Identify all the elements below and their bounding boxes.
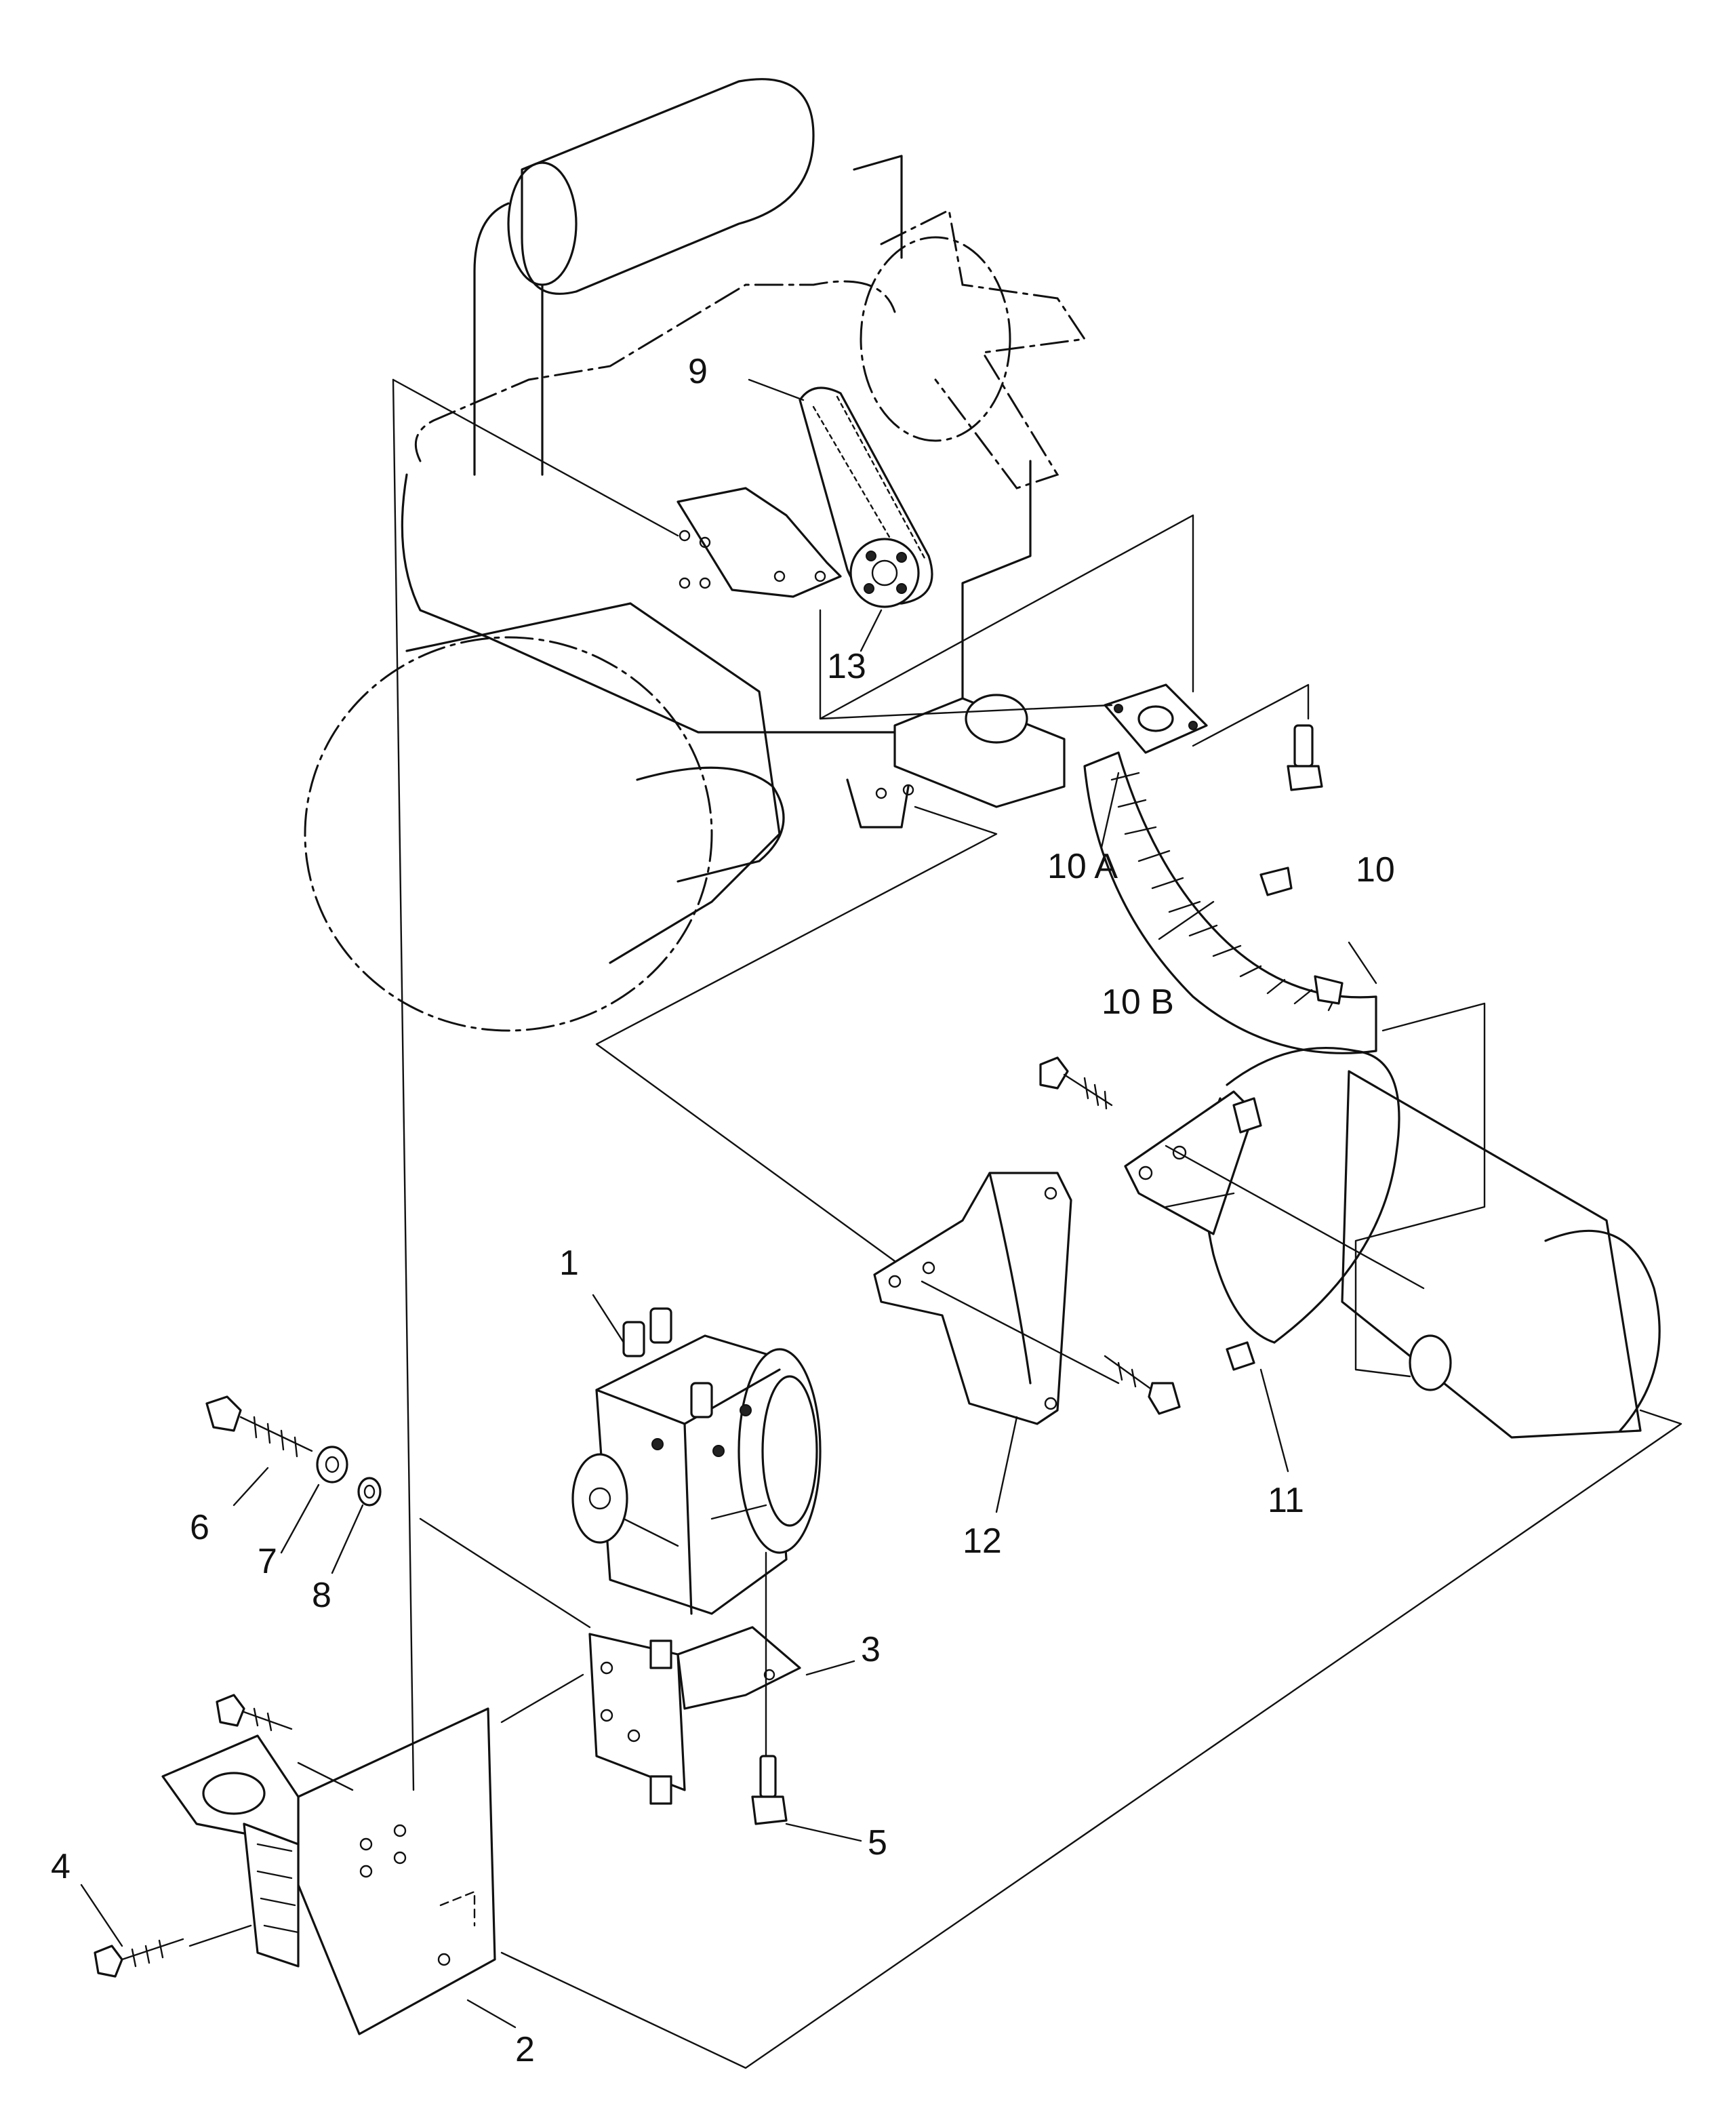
exhaust-pipe bbox=[1083, 683, 1377, 1054]
callout-8: 8 bbox=[312, 1576, 331, 1615]
callout-2: 2 bbox=[515, 2030, 535, 2069]
bracket-2 bbox=[161, 1707, 496, 2035]
nut-7 bbox=[316, 1446, 348, 1484]
assembly-lines bbox=[188, 378, 1682, 2069]
callout-12: 12 bbox=[963, 1521, 1002, 1561]
callout-10: 10 bbox=[1356, 850, 1395, 890]
bolt-5 bbox=[751, 1755, 788, 1825]
bracket-bolt bbox=[1104, 1355, 1181, 1415]
bracket-3 bbox=[588, 1626, 801, 1805]
callout-13: 13 bbox=[827, 647, 866, 686]
bolt-6 bbox=[205, 1395, 313, 1458]
muffler bbox=[1203, 1047, 1661, 1439]
callout-11: 11 bbox=[1268, 1481, 1304, 1520]
callout-3: 3 bbox=[861, 1630, 881, 1669]
callout-10a: 10 A bbox=[1047, 847, 1118, 886]
washer-8 bbox=[357, 1477, 382, 1507]
muffler-bracket bbox=[1124, 1090, 1262, 1371]
bracket-12 bbox=[873, 1172, 1072, 1425]
callouts: 1 2 3 4 5 6 7 8 9 10 10 A 10 B 11 12 13 bbox=[51, 352, 1395, 2069]
callout-5: 5 bbox=[868, 1823, 887, 1863]
exhaust-bolt bbox=[1287, 724, 1323, 791]
bolt-4 bbox=[94, 1938, 184, 1978]
compressor-pulley bbox=[849, 538, 920, 608]
callout-10b: 10 B bbox=[1102, 982, 1174, 1022]
compressor bbox=[571, 1307, 822, 1615]
bracket-mount-bolt bbox=[216, 1694, 293, 1732]
callout-7: 7 bbox=[258, 1542, 277, 1581]
muffler-bolt bbox=[1039, 1056, 1113, 1110]
callout-4: 4 bbox=[51, 1847, 70, 1886]
callout-1: 1 bbox=[559, 1243, 579, 1283]
leader-lines bbox=[80, 378, 1377, 2029]
callout-9: 9 bbox=[688, 352, 708, 391]
engine bbox=[304, 78, 1087, 1032]
callout-6: 6 bbox=[190, 1508, 209, 1547]
